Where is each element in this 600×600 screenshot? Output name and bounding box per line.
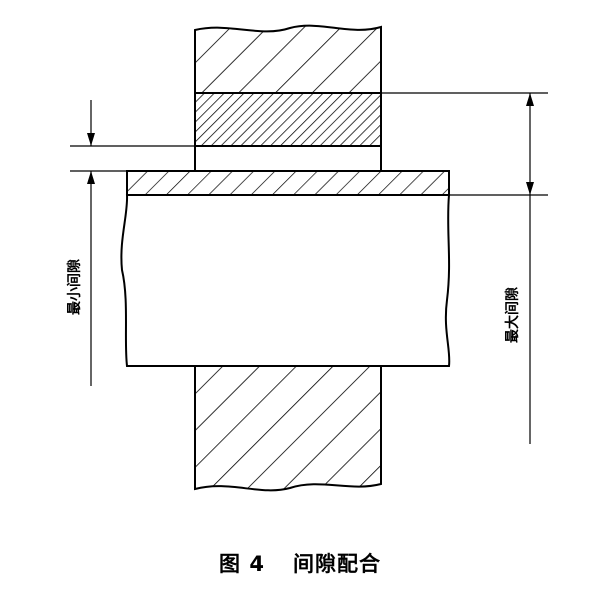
figure-title: 间隙配合 — [292, 552, 381, 576]
shaft-tolerance-zone — [126, 170, 450, 196]
min-clearance-label: 最小间隙 — [66, 259, 83, 315]
clearance-gap — [194, 145, 382, 172]
min-clearance-dimension — [70, 100, 195, 386]
figure-caption: 图 4 间隙配合 — [0, 548, 600, 578]
hole-upper-block — [194, 24, 382, 94]
hole-lower-block — [194, 365, 382, 492]
max-clearance-label: 最大间隙 — [504, 287, 521, 343]
hole-tolerance-zone — [194, 92, 382, 147]
figure-number: 图 4 — [219, 552, 265, 576]
shaft-body — [120, 194, 451, 367]
max-clearance-dimension — [381, 92, 548, 444]
